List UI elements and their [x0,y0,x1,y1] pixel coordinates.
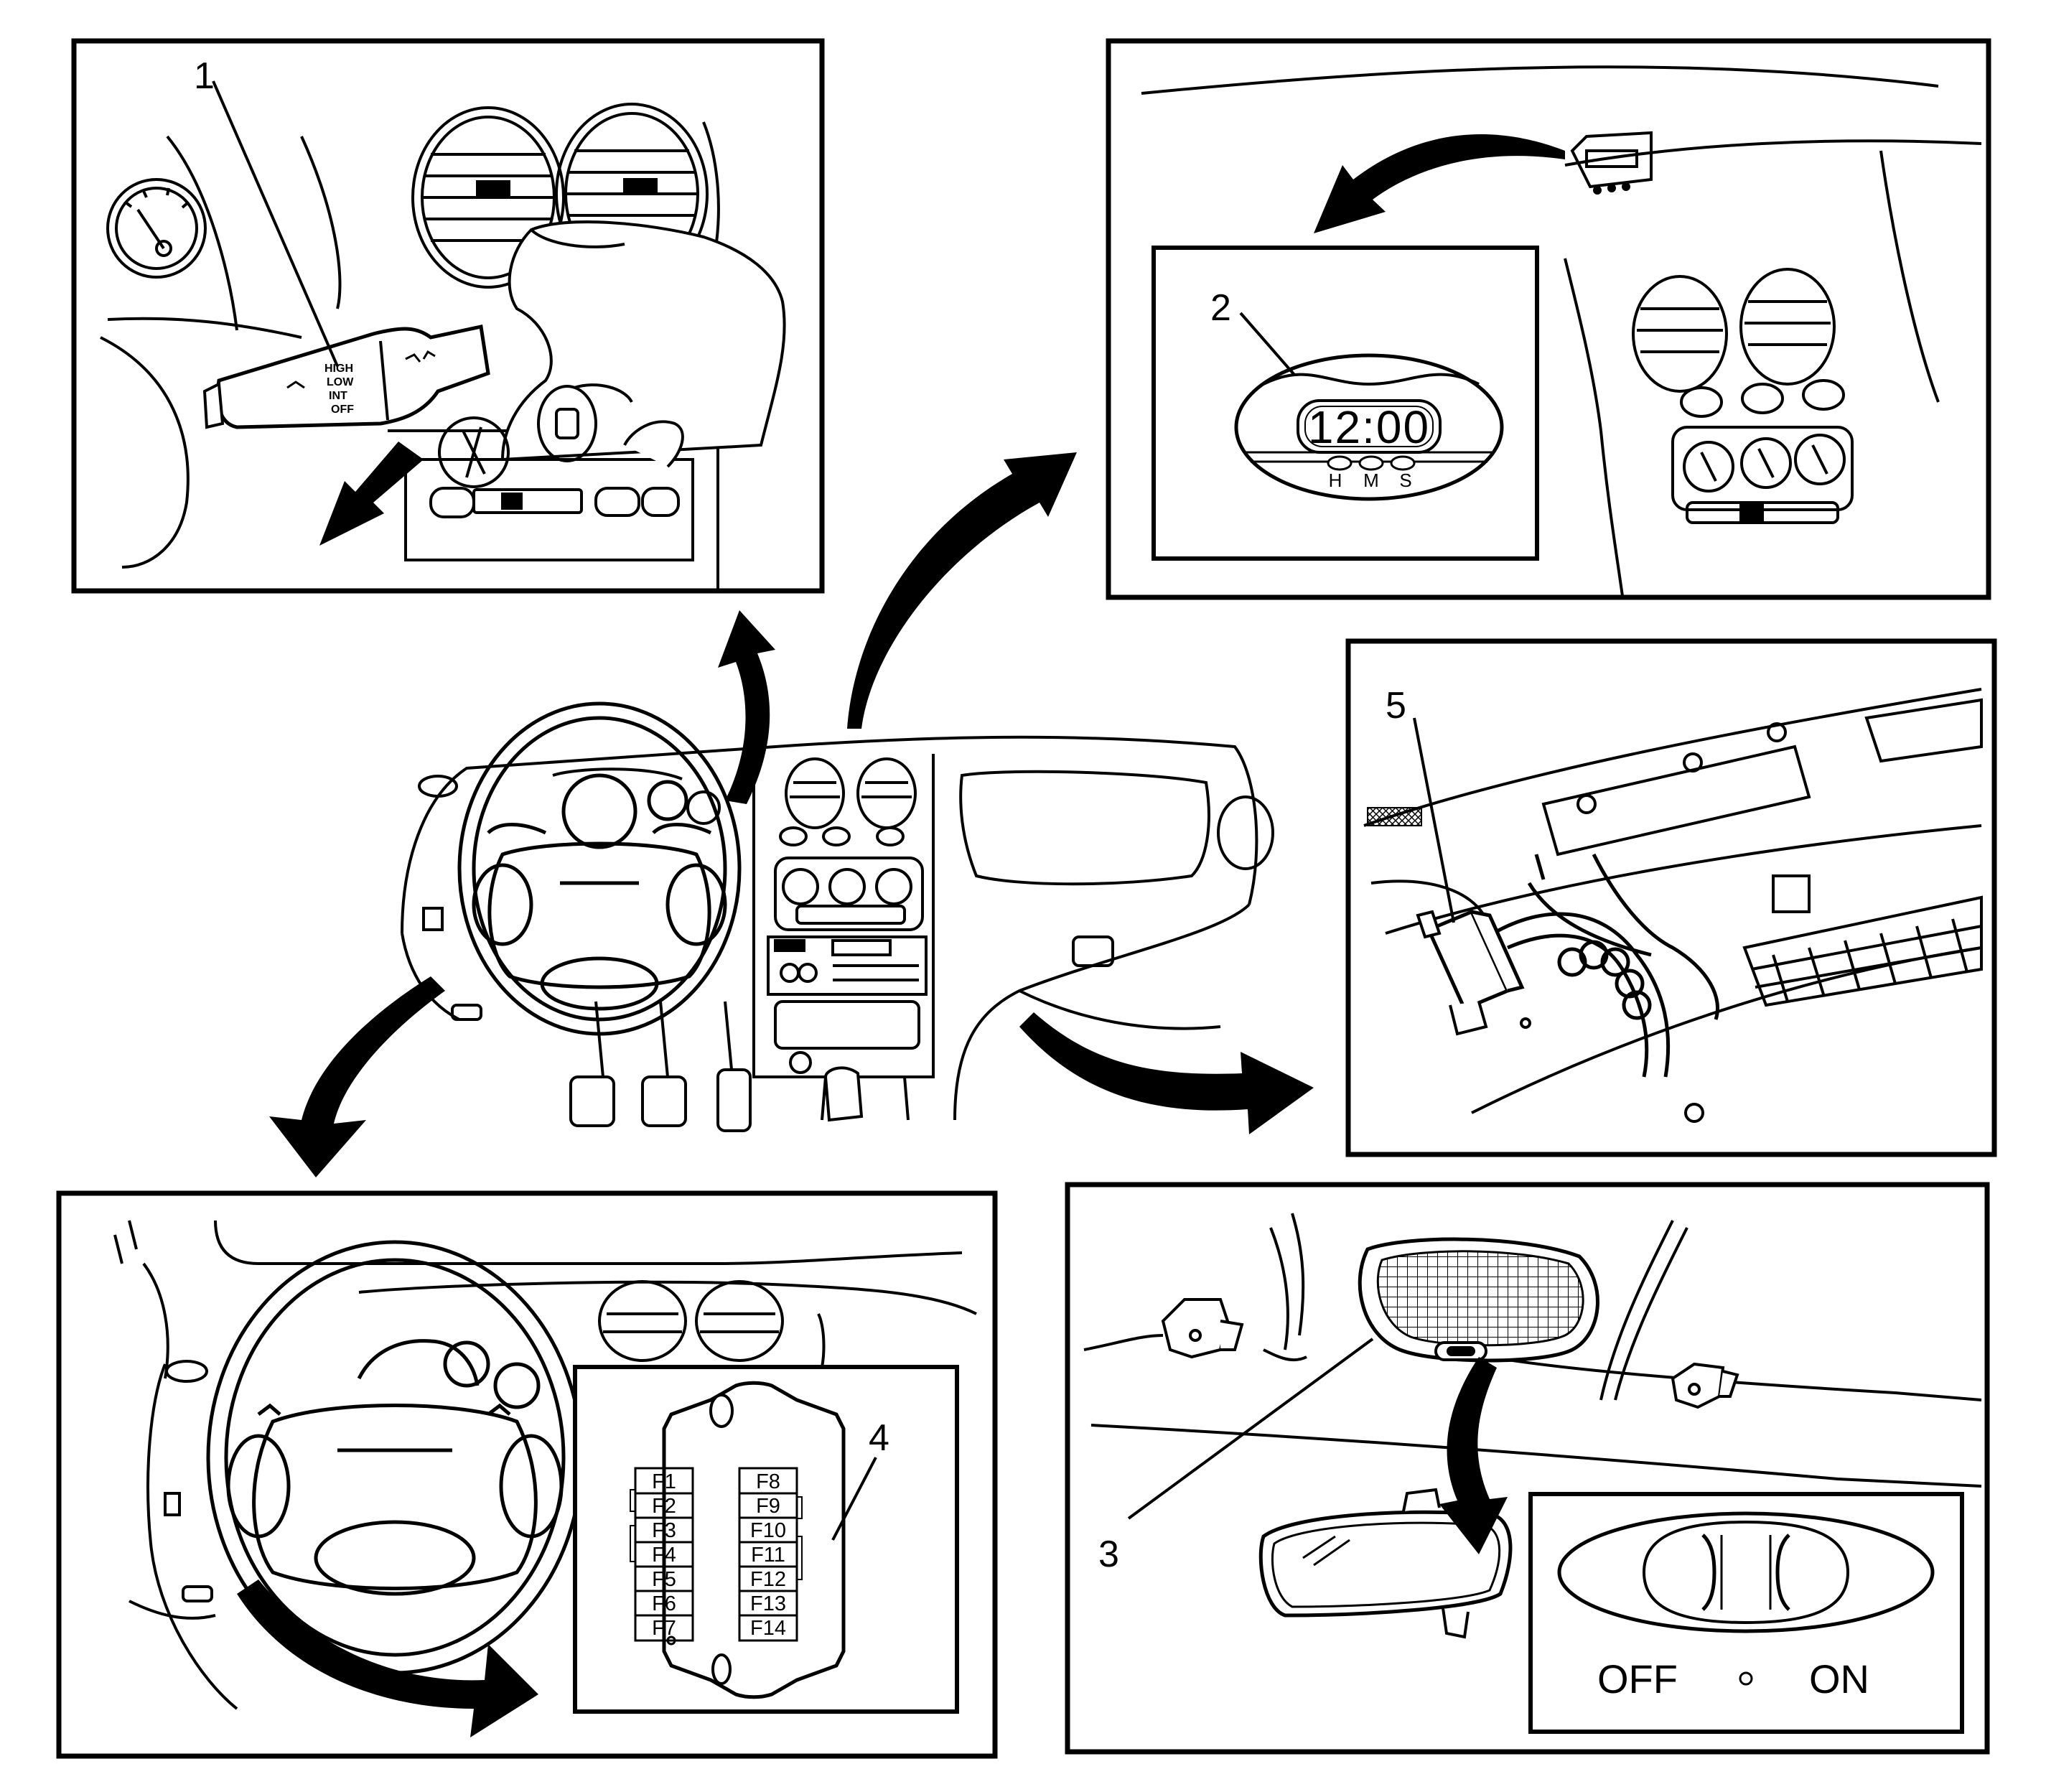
steering-wheel-icon [457,701,742,1036]
wiring-harness-icon [1492,853,1719,1078]
air-vents-icon [411,103,709,289]
panel-wiper-switch: HIGH LOW INT OFF 1 [71,38,825,594]
fuse-label: F1 [652,1470,676,1493]
hand-icon [500,220,786,468]
curved-arrow-icon [718,610,775,804]
fuse-label: F12 [750,1568,786,1591]
rear-view-mirror-icon [1258,1488,1513,1639]
fuse-label: F13 [750,1592,786,1615]
panel-clock: 12:00 H M S 2 [1106,38,1991,600]
curved-arrow-icon [1314,134,1565,233]
curved-arrow-icon [1019,1012,1314,1134]
fuse-box-icon: F1 F2 F3 F4 F5 F6 F7 F8 F9 F10 F11 F12 F… [630,1381,846,1699]
fuse-label: F3 [652,1519,676,1542]
fuse-label: F4 [652,1544,676,1567]
center-console-icon [1632,268,1854,524]
callout-1: 1 [194,55,215,97]
panel-fuse-box: F1 F2 F3 F4 F5 F6 F7 F8 F9 F10 F11 F12 F… [56,1190,998,1759]
fuse-label: F14 [750,1617,786,1640]
curved-arrow-icon [237,1579,538,1737]
wiper-stalk-icon: HIGH LOW INT OFF [202,325,490,429]
clock-display-time: 12:00 [1308,401,1430,453]
curved-arrow-icon [1439,1357,1508,1554]
dome-switch-icon [1557,1511,1935,1686]
panel-control-module: 5 [1345,638,1997,1157]
curved-arrow-icon [269,976,445,1177]
clock-icon: 12:00 H M S [1234,353,1504,501]
fuse-label: F11 [751,1544,785,1567]
stalk-label-high: HIGH [324,363,353,375]
callout-3: 3 [1098,1534,1119,1575]
pull-arrow-icon [319,442,424,546]
fuse-label: F9 [756,1495,780,1518]
panel-dome-lamp: OFF ON 3 [1065,1182,1990,1755]
fuse-label: F8 [756,1470,780,1493]
callout-5: 5 [1386,685,1406,727]
control-module-icon [1416,909,1525,1036]
clock-button-m: M [1363,470,1379,491]
fuse-label: F2 [652,1495,676,1518]
dome-lamp-icon [1358,1237,1599,1363]
center-stack-icon [767,757,928,1074]
clock-button-h: H [1329,470,1342,491]
fuse-label: F6 [652,1592,676,1615]
switch-label-on: ON [1809,1656,1869,1702]
switch-label-off: OFF [1597,1656,1678,1702]
stalk-label-low: LOW [327,376,354,388]
dashboard-overview [269,452,1314,1177]
stalk-label-off: OFF [331,403,354,416]
fuse-label: F10 [750,1519,786,1542]
fuse-label: F5 [652,1568,676,1591]
callout-2: 2 [1210,287,1231,329]
clock-button-s: S [1399,470,1411,491]
stalk-label-int: INT [329,390,347,402]
gauge-icon [106,178,207,279]
fuse-label: F7 [652,1617,676,1640]
pedals-icon [569,1001,864,1132]
callout-4: 4 [869,1417,889,1459]
curved-arrow-icon [847,452,1077,729]
steering-wheel-icon [206,1240,584,1675]
